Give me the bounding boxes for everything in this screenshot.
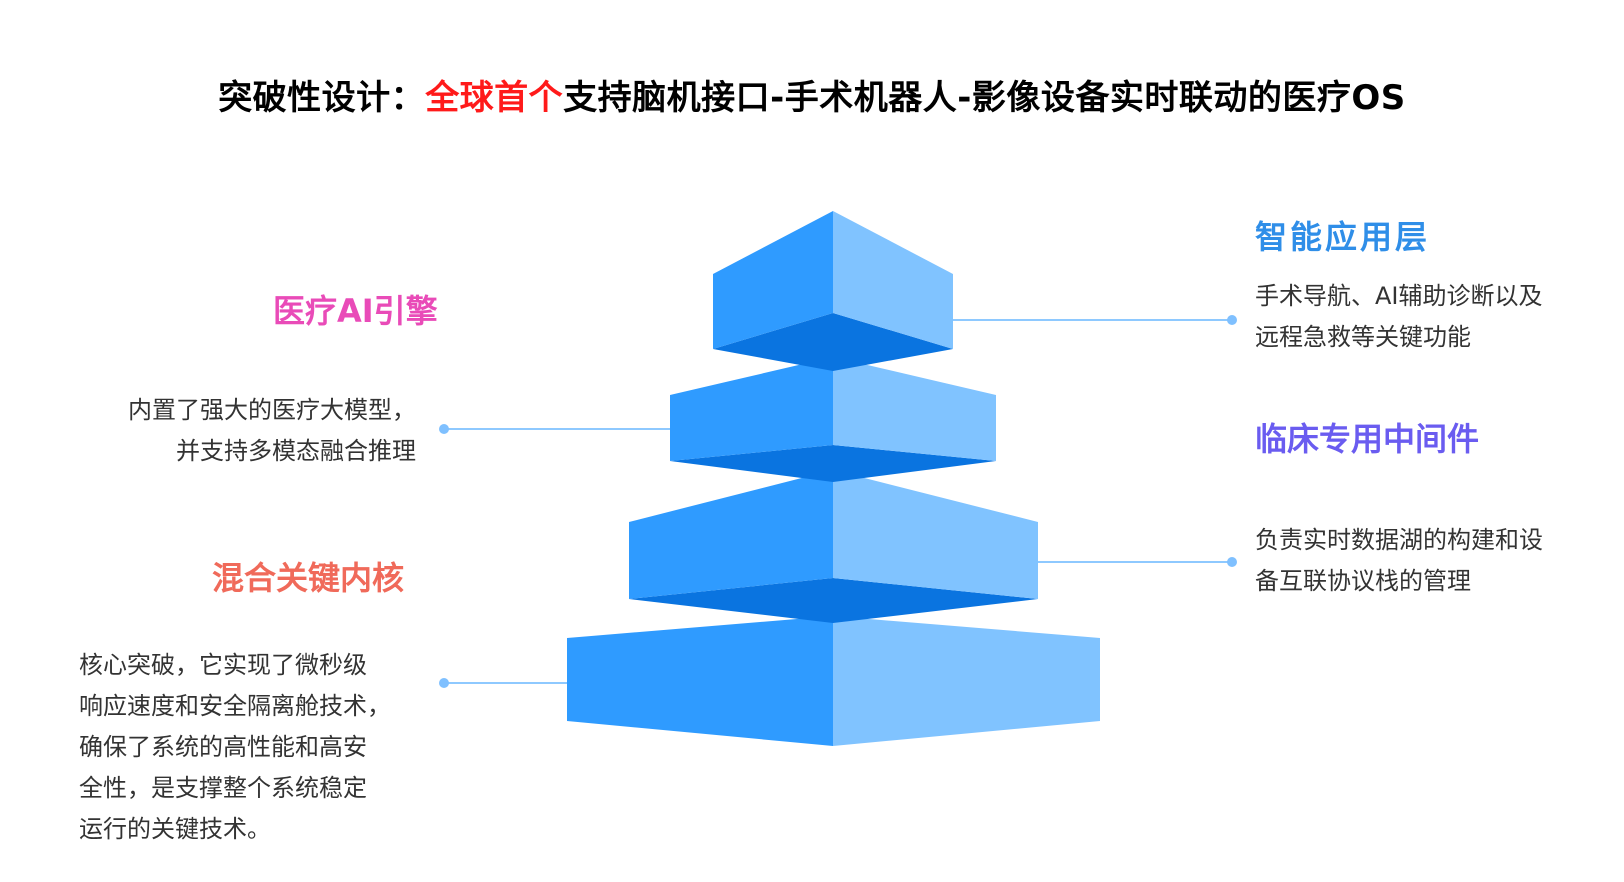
tier-app-block xyxy=(713,211,953,371)
kernel-layer-title: 混合关键内核 xyxy=(212,559,405,597)
kernel-layer-desc-line: 核心突破，它实现了微秒级 xyxy=(79,651,367,679)
title-suffix: 支持脑机接口-手术机器人-影像设备实时联动的医疗OS xyxy=(563,78,1406,118)
page-title: 突破性设计：全球首个支持脑机接口-手术机器人-影像设备实时联动的医疗OS xyxy=(0,70,1624,119)
kernel-layer-desc-line: 确保了系统的高性能和高安 xyxy=(79,733,367,761)
ai-engine-layer-desc: 内置了强大的医疗大模型， 并支持多模态融合推理 xyxy=(128,390,416,472)
middleware-layer-desc-line: 负责实时数据湖的构建和设 xyxy=(1255,526,1543,554)
middleware-layer-desc: 负责实时数据湖的构建和设 备互联协议栈的管理 xyxy=(1255,520,1543,602)
kernel-layer-desc-line: 运行的关键技术。 xyxy=(79,815,271,843)
kernel-layer-desc: 核心突破，它实现了微秒级 响应速度和安全隔离舱技术， 确保了系统的高性能和高安 … xyxy=(79,645,391,850)
middleware-layer-title: 临床专用中间件 xyxy=(1255,420,1480,458)
title-highlight: 全球首个 xyxy=(425,78,564,118)
app-layer-title: 智能应用层 xyxy=(1255,218,1431,256)
ai-engine-layer-desc-line: 内置了强大的医疗大模型， xyxy=(128,396,416,424)
title-prefix: 突破性设计： xyxy=(218,78,426,118)
connector-dot-kernel xyxy=(439,678,449,688)
tier-middleware-block xyxy=(629,470,1038,623)
kernel-layer-desc-line: 全性，是支撑整个系统稳定 xyxy=(79,774,367,802)
app-layer-desc-line: 手术导航、AI辅助诊断以及 xyxy=(1255,282,1543,310)
connector-dot-middleware xyxy=(1227,557,1237,567)
kernel-layer-desc-line: 响应速度和安全隔离舱技术， xyxy=(79,692,391,720)
connector-dot-ai-engine xyxy=(439,424,449,434)
ai-engine-layer-desc-line: 并支持多模态融合推理 xyxy=(176,437,416,465)
tier-ai-engine-block xyxy=(670,357,996,482)
connectors xyxy=(439,315,1237,688)
ai-engine-layer-title: 医疗AI引擎 xyxy=(273,292,438,330)
app-layer-desc-line: 远程急救等关键功能 xyxy=(1255,323,1471,351)
app-layer-desc: 手术导航、AI辅助诊断以及 远程急救等关键功能 xyxy=(1255,276,1543,358)
middleware-layer-desc-line: 备互联协议栈的管理 xyxy=(1255,567,1471,595)
tier-kernel-block xyxy=(567,616,1100,746)
connector-dot-app xyxy=(1227,315,1237,325)
